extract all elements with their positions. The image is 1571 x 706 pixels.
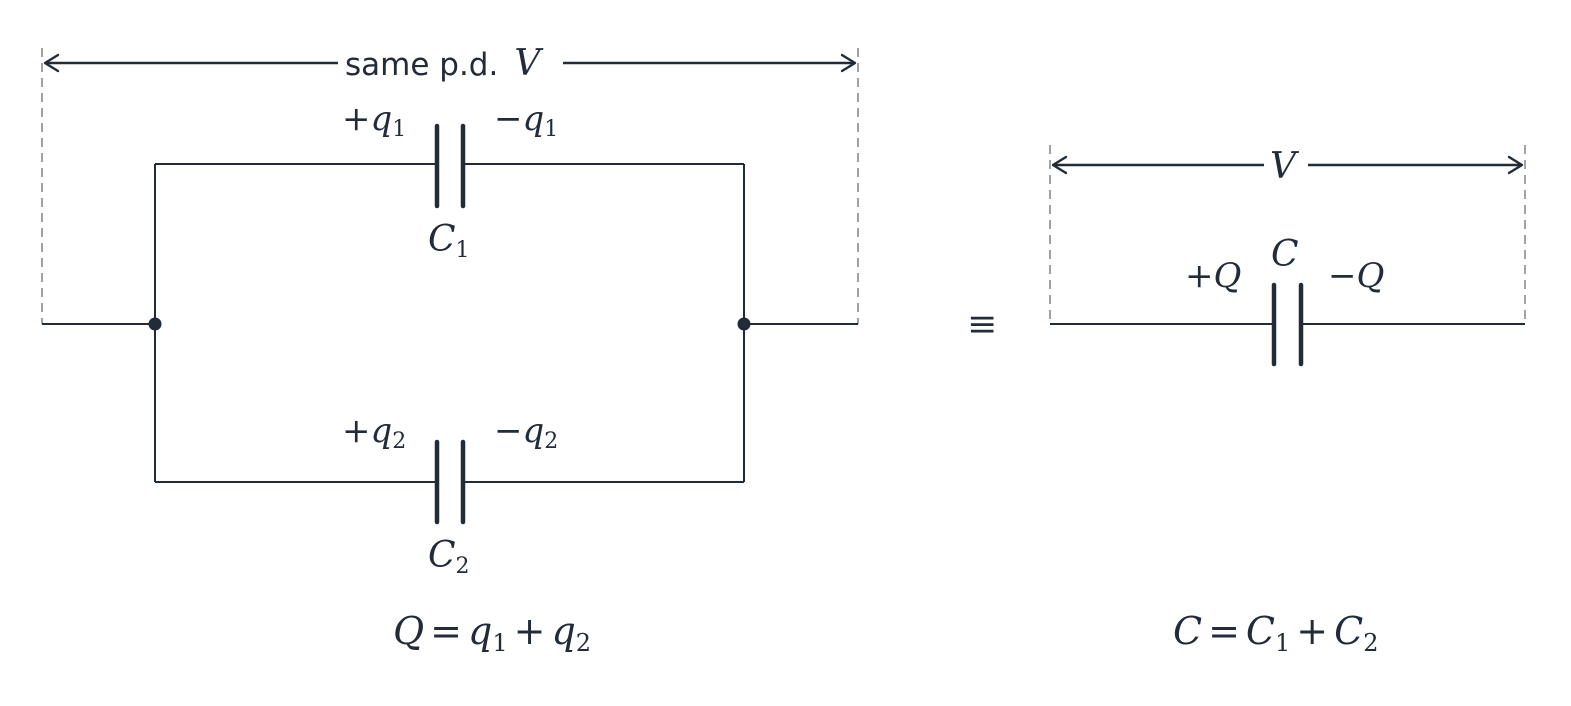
c2-plus-charge-label: +q2 bbox=[342, 411, 406, 454]
capacitance-sum-equation: C=C1+C2 bbox=[1173, 609, 1378, 657]
right-junction-node bbox=[737, 317, 751, 331]
equivalent-circuit: V C +Q −Q C=C1+C2 bbox=[1049, 145, 1526, 657]
c1-minus-charge-label: −q1 bbox=[494, 99, 558, 142]
pd-label-text: same p.d. bbox=[345, 47, 498, 83]
c1-plus-charge-label: +q1 bbox=[342, 99, 406, 142]
left-junction-node bbox=[148, 317, 162, 331]
c1-name-label: C1 bbox=[428, 219, 470, 263]
capacitor-c2 bbox=[434, 439, 466, 525]
c-name-label: C bbox=[1271, 234, 1299, 275]
v-arrowhead-left bbox=[1051, 155, 1068, 175]
c-plus-charge-label: +Q bbox=[1185, 256, 1241, 296]
pd-arrowhead-right bbox=[840, 53, 857, 73]
charge-sum-equation: Q=q1+q2 bbox=[393, 609, 591, 657]
c-minus-charge-label: −Q bbox=[1328, 256, 1384, 296]
capacitor-c1 bbox=[434, 123, 466, 209]
capacitor-c bbox=[1271, 282, 1304, 367]
parallel-circuit: same p.d. V +q1 −q1 bbox=[41, 43, 859, 657]
v-arrowhead-right bbox=[1507, 155, 1524, 175]
c2-name-label: C2 bbox=[428, 535, 470, 579]
pd-label-var: V bbox=[514, 43, 544, 84]
c2-minus-charge-label: −q2 bbox=[494, 411, 558, 454]
v-label: V bbox=[1270, 146, 1300, 187]
pd-arrowhead-left bbox=[43, 53, 60, 73]
equivalence-symbol: ≡ bbox=[967, 304, 997, 345]
pd-label: same p.d. V bbox=[345, 43, 544, 84]
